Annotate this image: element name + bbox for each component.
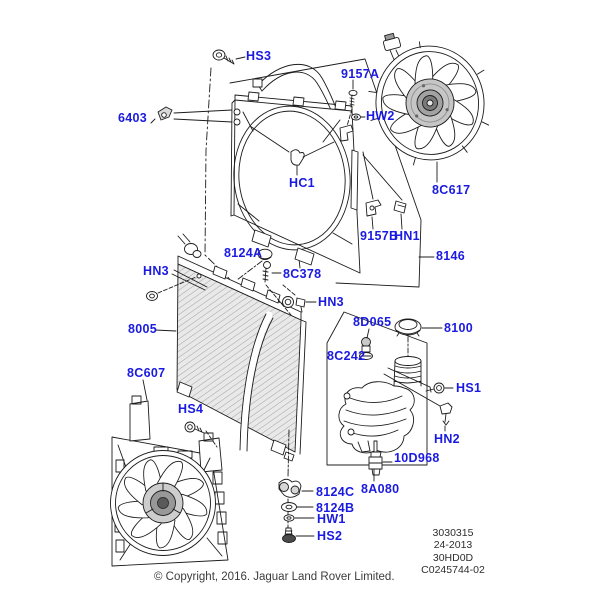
- hn1-clip-drawing: [393, 200, 407, 230]
- part-6403-drawing: [150, 106, 233, 124]
- part-9157a-drawing: [339, 79, 358, 142]
- hn3-right-clip-drawing: [282, 284, 317, 313]
- cooling-fan-drawing: [368, 32, 490, 183]
- callout-8005[interactable]: 8005: [128, 322, 158, 336]
- callout-8124c[interactable]: 8124C: [316, 485, 355, 499]
- callout-8c607[interactable]: 8C607: [127, 366, 166, 380]
- part-8c242-drawing: [359, 352, 373, 360]
- callout-hs2[interactable]: HS2: [317, 529, 343, 543]
- expansion-tank-drawing: [338, 356, 441, 454]
- cap-8100-drawing: [394, 318, 443, 357]
- callout-8c378[interactable]: 8C378: [283, 267, 322, 281]
- copyright-text: © Copyright, 2016. Jaguar Land Rover Lim…: [154, 571, 395, 583]
- callout-9157a[interactable]: 9157A: [341, 67, 380, 81]
- part-8124a-drawing: [236, 248, 273, 281]
- callout-hs4[interactable]: HS4: [178, 402, 204, 416]
- drawing-reference-block: 3030315 24-2013 30HD0D C0245744-02: [398, 527, 508, 576]
- leader-8005: [154, 329, 177, 332]
- part-8c378-drawing: [262, 261, 292, 316]
- callout-8124a[interactable]: 8124A: [224, 246, 263, 260]
- callout-8146[interactable]: 8146: [436, 249, 466, 263]
- callout-8c242[interactable]: 8C242: [327, 349, 366, 363]
- callout-8124b[interactable]: 8124B: [316, 501, 355, 515]
- callout-hw2[interactable]: HW2: [366, 109, 395, 123]
- hs3-screw-drawing: [212, 49, 246, 65]
- callout-hn3-right[interactable]: HN3: [318, 295, 344, 309]
- callout-hw1[interactable]: HW1: [317, 512, 346, 526]
- callout-8a080[interactable]: 8A080: [361, 482, 400, 496]
- callout-hs1[interactable]: HS1: [456, 381, 482, 395]
- lower-fastener-column-drawing: [278, 429, 315, 543]
- hn2-fastener-drawing: [439, 402, 453, 432]
- hw2-washer-drawing: [351, 113, 366, 121]
- callout-hc1[interactable]: HC1: [289, 176, 315, 190]
- callout-8c617[interactable]: 8C617: [432, 183, 471, 197]
- drawing-ref-line-1: 3030315: [432, 527, 474, 539]
- callout-hn1[interactable]: HN1: [394, 229, 420, 243]
- part-9157b-drawing: [362, 151, 403, 230]
- lower-fan-shroud-drawing: [110, 379, 229, 567]
- hc1-clip-drawing: [249, 125, 335, 176]
- callout-8d065[interactable]: 8D065: [353, 315, 392, 329]
- drawing-ref-line-4: C0245744-02: [421, 563, 485, 576]
- part-8d065-drawing: [361, 328, 371, 353]
- callout-10d968[interactable]: 10D968: [394, 451, 440, 465]
- main-fan-shroud-drawing: [230, 91, 361, 274]
- callout-9157b[interactable]: 9157B: [360, 229, 399, 243]
- sensor-10d968-drawing: [368, 440, 393, 476]
- callout-6403[interactable]: 6403: [118, 111, 148, 125]
- hs4-bolt-drawing: [184, 421, 218, 448]
- callout-hs3[interactable]: HS3: [246, 49, 272, 63]
- drawing-ref-line-2: 24-2013: [433, 539, 473, 552]
- radiator-drawing: [171, 233, 307, 462]
- callout-8100[interactable]: 8100: [444, 321, 474, 335]
- drawing-ref-line-3: 30HD0D: [432, 551, 474, 564]
- callout-hn3-left[interactable]: HN3: [143, 264, 169, 278]
- hn3-left-nut-drawing: [146, 276, 197, 301]
- hs1-bolt-drawing: [425, 382, 454, 394]
- callout-hn2[interactable]: HN2: [434, 432, 460, 446]
